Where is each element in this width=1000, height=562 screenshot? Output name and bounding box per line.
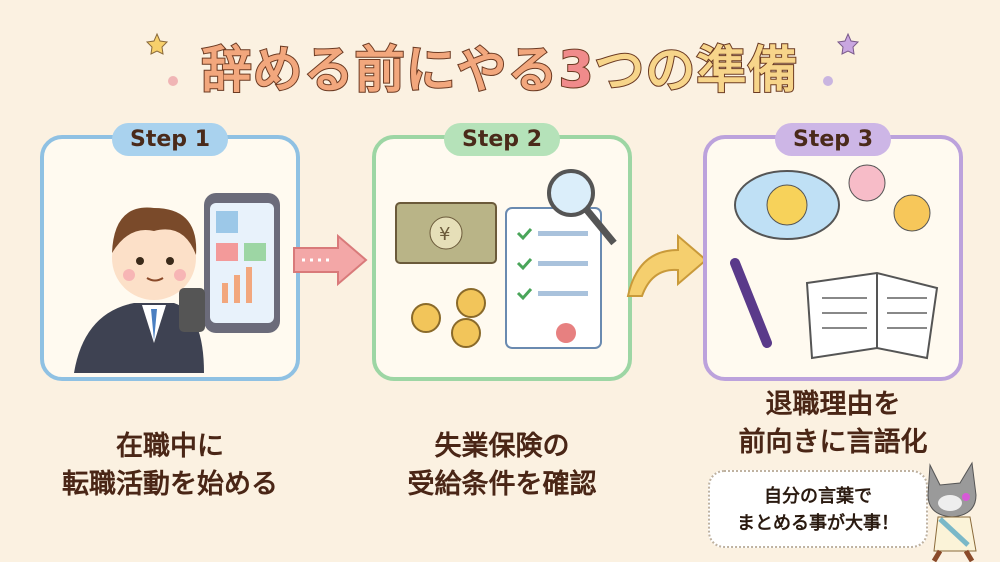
- tip-speech-bubble: 自分の言葉でまとめる事が大事！: [708, 470, 928, 548]
- caption-line: 失業保険の: [434, 431, 570, 462]
- wolf-mascot-illustration: [927, 461, 977, 562]
- speech-bubbles-and-notebook-illustration: [730, 164, 939, 360]
- page-title: 辞める前にやる3つの準備: [0, 30, 1000, 102]
- step-3-card: Step 3: [703, 123, 963, 381]
- step-2-badge: Step 2: [444, 123, 560, 156]
- caption-line: 転職活動を始める: [62, 469, 278, 500]
- step-3-caption: 退職理由を前向きに言語化: [683, 386, 983, 462]
- step-2-caption: 失業保険の受給条件を確認: [352, 428, 652, 504]
- money-and-documents-illustration: ¥: [395, 169, 617, 349]
- star-icon: [836, 32, 860, 55]
- step-1-card: Step 1: [40, 123, 300, 381]
- step-1-badge: Step 1: [112, 123, 228, 156]
- arrow-right-icon: [293, 233, 368, 287]
- title-text-2: つの準備: [593, 40, 799, 100]
- businessman-with-phone-illustration: [74, 193, 280, 373]
- dot-decoration: [823, 76, 833, 86]
- curved-arrow-icon: [626, 233, 708, 297]
- tip-line: まとめる事が大事！: [737, 513, 899, 534]
- step-2-card: Step 2 ¥: [372, 123, 632, 381]
- caption-line: 受給条件を確認: [407, 469, 597, 500]
- svg-text:¥: ¥: [439, 224, 450, 245]
- title-text-1: 辞める前にやる: [201, 40, 559, 100]
- title-number: 3: [558, 40, 595, 100]
- dot-decoration: [168, 76, 178, 86]
- caption-line: 前向きに言語化: [738, 427, 928, 458]
- step-1-caption: 在職中に転職活動を始める: [20, 428, 320, 504]
- caption-line: 在職中に: [116, 431, 224, 462]
- caption-line: 退職理由を: [765, 389, 901, 420]
- star-icon: [145, 32, 169, 55]
- step-3-badge: Step 3: [775, 123, 891, 156]
- tip-line: 自分の言葉で: [764, 486, 872, 507]
